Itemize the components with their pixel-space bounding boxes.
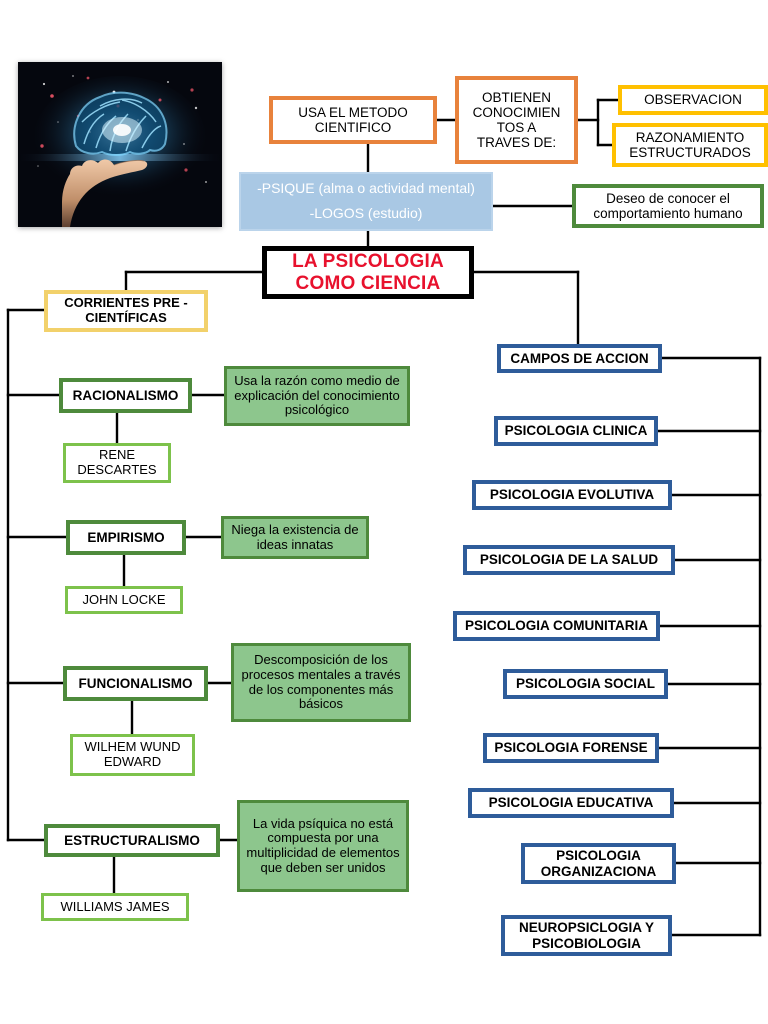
node-john-locke[interactable]: JOHN LOCKE (65, 586, 183, 614)
node-empirismo-descripcion[interactable]: Niega la existencia de ideas innatas (221, 516, 369, 559)
node-psicologia-salud-label: PSICOLOGIA DE LA SALUD (479, 552, 659, 568)
node-psicologia-evolutiva-label: PSICOLOGIA EVOLUTIVA (489, 487, 655, 503)
node-psicologia-clinica-label: PSICOLOGIA CLINICA (504, 423, 648, 439)
node-obtienen-conocimientos[interactable]: OBTIENEN CONOCIMIEN TOS A TRAVES DE: (455, 76, 578, 164)
node-estructuralismo-descripcion[interactable]: La vida psíquica no está compuesta por u… (237, 800, 409, 892)
node-psicologia-organizacional-label: PSICOLOGIA ORGANIZACIONA (540, 848, 657, 879)
node-obtienen-conocimientos-label: OBTIENEN CONOCIMIEN TOS A TRAVES DE: (472, 89, 561, 151)
node-wilhem-wund-label: WILHEM WUND EDWARD (84, 739, 181, 769)
node-neuropsicologia-label: NEUROPSICLOGIA Y PSICOBIOLOGIA (518, 920, 655, 951)
page-title-label: LA PSICOLOGIA COMO CIENCIA (292, 251, 444, 294)
node-neuropsicologia-psicobiologia[interactable]: NEUROPSICLOGIA Y PSICOBIOLOGIA (501, 915, 672, 956)
node-psicologia-educativa[interactable]: PSICOLOGIA EDUCATIVA (468, 788, 674, 818)
node-psicologia-comunitaria[interactable]: PSICOLOGIA COMUNITARIA (453, 611, 660, 641)
node-funcionalismo-descripcion-label: Descomposición de los procesos mentales … (241, 652, 401, 712)
node-rene-descartes-label: RENE DESCARTES (77, 447, 157, 477)
node-estructuralismo[interactable]: ESTRUCTURALISMO (44, 824, 220, 857)
node-funcionalismo[interactable]: FUNCIONALISMO (63, 666, 208, 701)
node-wilhem-wund-edward[interactable]: WILHEM WUND EDWARD (70, 734, 195, 776)
node-etimologia[interactable]: -PSIQUE (alma o actividad mental) -LOGOS… (239, 172, 493, 231)
node-psicologia-social[interactable]: PSICOLOGIA SOCIAL (503, 669, 668, 699)
node-psicologia-forense-label: PSICOLOGIA FORENSE (494, 740, 648, 756)
node-psicologia-comunitaria-label: PSICOLOGIA COMUNITARIA (465, 618, 648, 634)
node-racionalismo-descripcion-label: Usa la razón como medio de explicación d… (234, 373, 400, 418)
node-williams-james[interactable]: WILLIAMS JAMES (41, 893, 189, 921)
node-observacion[interactable]: OBSERVACION (618, 85, 768, 115)
node-razonamiento-label: RAZONAMIENTO ESTRUCTURADOS (629, 129, 751, 160)
node-psicologia-educativa-label: PSICOLOGIA EDUCATIVA (488, 795, 654, 811)
node-psicologia-organizacional[interactable]: PSICOLOGIA ORGANIZACIONA (521, 843, 676, 884)
node-psicologia-forense[interactable]: PSICOLOGIA FORENSE (483, 733, 659, 763)
node-racionalismo-descripcion[interactable]: Usa la razón como medio de explicación d… (224, 366, 410, 426)
node-campos-de-accion-label: CAMPOS DE ACCION (510, 350, 649, 366)
node-metodo-cientifico[interactable]: USA EL METODO CIENTIFICO (269, 96, 437, 144)
node-deseo-conocer[interactable]: Deseo de conocer el comportamiento human… (572, 184, 764, 228)
node-john-locke-label: JOHN LOCKE (82, 591, 166, 607)
node-psicologia-de-la-salud[interactable]: PSICOLOGIA DE LA SALUD (463, 545, 675, 575)
node-funcionalismo-label: FUNCIONALISMO (78, 675, 193, 691)
node-corrientes-pre-cientificas[interactable]: CORRIENTES PRE - CIENTÍFICAS (44, 290, 208, 332)
node-corrientes-label: CORRIENTES PRE - CIENTÍFICAS (64, 295, 188, 325)
etimologia-psique-label: -PSIQUE (alma o actividad mental) (257, 180, 475, 197)
etimologia-logos-label: -LOGOS (estudio) (309, 205, 423, 221)
node-psicologia-social-label: PSICOLOGIA SOCIAL (515, 676, 655, 692)
node-psicologia-clinica[interactable]: PSICOLOGIA CLINICA (494, 416, 658, 446)
node-empirismo-descripcion-label: Niega la existencia de ideas innatas (231, 521, 359, 552)
node-williams-james-label: WILLIAMS JAMES (60, 898, 170, 914)
node-razonamiento-estructurados[interactable]: RAZONAMIENTO ESTRUCTURADOS (612, 123, 768, 167)
node-funcionalismo-descripcion[interactable]: Descomposición de los procesos mentales … (231, 643, 411, 722)
node-racionalismo-label: RACIONALISMO (72, 387, 179, 403)
node-empirismo[interactable]: EMPIRISMO (66, 520, 186, 555)
brain-in-hand-image (18, 62, 222, 227)
node-empirismo-label: EMPIRISMO (87, 529, 165, 545)
node-deseo-conocer-label: Deseo de conocer el comportamiento human… (593, 190, 743, 221)
node-estructuralismo-label: ESTRUCTURALISMO (64, 832, 200, 848)
node-psicologia-evolutiva[interactable]: PSICOLOGIA EVOLUTIVA (472, 480, 672, 510)
page-title: LA PSICOLOGIA COMO CIENCIA (262, 246, 474, 299)
node-estructuralismo-descripcion-label: La vida psíquica no está compuesta por u… (246, 815, 400, 875)
node-metodo-cientifico-label: USA EL METODO CIENTIFICO (298, 104, 408, 135)
node-rene-descartes[interactable]: RENE DESCARTES (63, 443, 171, 483)
node-campos-de-accion[interactable]: CAMPOS DE ACCION (497, 344, 662, 373)
node-observacion-label: OBSERVACION (644, 92, 742, 108)
node-racionalismo[interactable]: RACIONALISMO (59, 378, 192, 413)
